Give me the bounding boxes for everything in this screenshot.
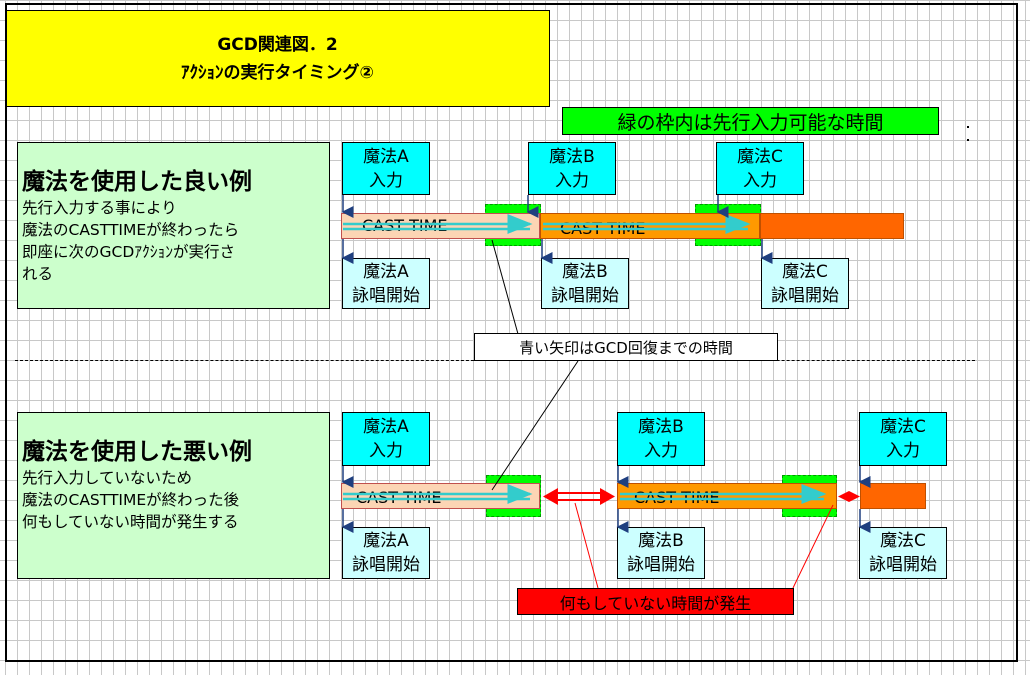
magic-b-label: 魔法B — [562, 261, 608, 282]
good-magic-a-chant: 魔法A 詠唱開始 — [342, 258, 430, 309]
input-label: 入力 — [369, 441, 403, 461]
bad-example-desc2: 魔法のCASTTIMEが終わった後 — [22, 491, 240, 509]
chant-start-label: 詠唱開始 — [352, 285, 420, 306]
tick-mark — [967, 139, 969, 141]
input-label: 入力 — [369, 170, 403, 191]
bad-cast-bar-c — [860, 483, 926, 509]
title-line2: ｱｸｼｮﾝの実行タイミング② — [181, 62, 374, 83]
chant-start-label: 詠唱開始 — [869, 555, 937, 575]
magic-b-label: 魔法B — [638, 417, 684, 437]
magic-a-label: 魔法A — [363, 417, 409, 437]
bad-example-desc3: 何もしていない時間が発生する — [22, 513, 239, 531]
good-magic-c-input: 魔法C 入力 — [716, 142, 804, 195]
magic-a-label: 魔法A — [363, 146, 409, 167]
input-label: 入力 — [743, 170, 777, 191]
bad-magic-a-input: 魔法A 入力 — [342, 412, 430, 466]
title-box: GCD関連図．2 ｱｸｼｮﾝの実行タイミング② — [5, 10, 550, 107]
magic-c-label: 魔法C — [737, 146, 783, 167]
chant-start-label: 詠唱開始 — [771, 285, 839, 306]
idle-time-note: 何もしていない時間が発生 — [517, 588, 794, 615]
magic-a-label: 魔法A — [363, 531, 409, 551]
preinput-note: 緑の枠内は先行入力可能な時間 — [562, 107, 939, 135]
bad-magic-c-chant: 魔法C 詠唱開始 — [859, 527, 947, 579]
good-cast-label-a: CAST TIME — [362, 216, 448, 235]
good-cast-bar-a — [341, 213, 540, 239]
bad-magic-b-input: 魔法B 入力 — [617, 412, 705, 466]
good-example-desc2: 魔法のCASTTIMEが終わったら — [22, 221, 240, 239]
chant-start-label: 詠唱開始 — [352, 555, 420, 575]
bad-cast-label-b: CAST TIME — [634, 488, 720, 507]
magic-b-label: 魔法B — [549, 146, 595, 167]
input-label: 入力 — [644, 441, 678, 461]
blue-arrow-note: 青い矢印はGCD回復までの時間 — [474, 333, 778, 361]
bad-cast-bar-b — [617, 483, 837, 509]
good-magic-b-input: 魔法B 入力 — [528, 142, 616, 195]
good-example-desc4: れる — [22, 265, 54, 283]
tick-mark — [967, 126, 969, 128]
magic-b-label: 魔法B — [638, 531, 684, 551]
chant-start-label: 詠唱開始 — [551, 285, 619, 306]
input-label: 入力 — [555, 170, 589, 191]
good-cast-bar-c — [760, 213, 904, 239]
magic-c-label: 魔法C — [880, 531, 926, 551]
bad-example-desc1: 先行入力していないため — [22, 469, 193, 487]
good-example-heading: 魔法を使用した良い例 — [22, 169, 252, 195]
bad-magic-c-input: 魔法C 入力 — [859, 412, 947, 466]
good-cast-label-b: CAST TIME — [560, 219, 646, 238]
bad-magic-a-chant: 魔法A 詠唱開始 — [342, 527, 430, 579]
magic-c-label: 魔法C — [782, 261, 828, 282]
good-example-box: 魔法を使用した良い例 先行入力する事により 魔法のCASTTIMEが終わったら … — [17, 142, 330, 309]
good-magic-a-input: 魔法A 入力 — [342, 142, 430, 195]
bad-example-heading: 魔法を使用した悪い例 — [22, 439, 252, 465]
good-magic-b-chant: 魔法B 詠唱開始 — [541, 258, 629, 309]
bad-magic-b-chant: 魔法B 詠唱開始 — [617, 527, 705, 579]
good-example-desc3: 即座に次のGCDｱｸｼｮﾝが実行さ — [22, 243, 236, 261]
input-label: 入力 — [886, 441, 920, 461]
bad-cast-label-a: CAST TIME — [356, 488, 442, 507]
magic-a-label: 魔法A — [363, 261, 409, 282]
bad-example-box: 魔法を使用した悪い例 先行入力していないため 魔法のCASTTIMEが終わった後… — [17, 412, 330, 579]
title-line1: GCD関連図．2 — [217, 34, 338, 55]
chant-start-label: 詠唱開始 — [627, 555, 695, 575]
good-magic-c-chant: 魔法C 詠唱開始 — [761, 258, 849, 309]
magic-c-label: 魔法C — [880, 417, 926, 437]
good-example-desc1: 先行入力する事により — [22, 199, 177, 217]
